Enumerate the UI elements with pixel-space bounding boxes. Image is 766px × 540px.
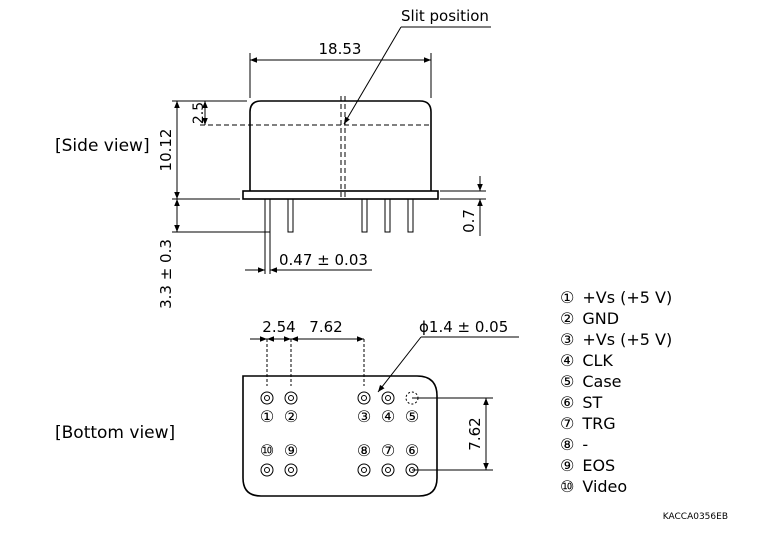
legend-num: ⑥ — [560, 393, 574, 412]
legend-num: ② — [560, 309, 574, 328]
pin-pad — [405, 463, 419, 477]
pin-pad — [284, 463, 298, 477]
legend-item: ② GND — [560, 309, 619, 328]
pin-pad-inner — [264, 395, 270, 401]
pin-pad — [357, 391, 371, 405]
legend-num: ⑦ — [560, 414, 574, 433]
pin-number-7: ⑦ — [381, 441, 395, 460]
pin-pad-inner — [361, 395, 367, 401]
pin-pad-inner — [288, 467, 294, 473]
pin-pad-case — [405, 391, 419, 405]
legend-item: ① +Vs (+5 V) — [560, 288, 672, 307]
legend-num: ① — [560, 288, 574, 307]
legend-num: ③ — [560, 330, 574, 349]
pin-number-9: ⑨ — [284, 441, 298, 460]
bottom-view: [Bottom view] 2.54 7.62 ϕ1.4 ± 0.05 7.62 — [55, 318, 519, 497]
pin-pad-inner — [361, 467, 367, 473]
row-spacing-value: 7.62 — [466, 417, 484, 450]
side-pins — [264, 198, 414, 233]
legend-item: ③ +Vs (+5 V) — [560, 330, 672, 349]
legend-text: CLK — [582, 351, 613, 370]
phi-value: ϕ1.4 ± 0.05 — [419, 318, 508, 336]
flange-value: 0.7 — [460, 209, 478, 233]
pin-number-5: ⑤ — [405, 407, 419, 426]
pin-lead — [361, 198, 368, 233]
pin-row-top — [260, 391, 419, 405]
legend-num: ⑤ — [560, 372, 574, 391]
lead-length-value: 3.3 ± 0.3 — [157, 239, 175, 309]
legend-item: ⑦ TRG — [560, 414, 616, 433]
slit-leader — [343, 26, 402, 125]
bottom-view-label: [Bottom view] — [55, 423, 175, 443]
legend-item: ⑧- — [560, 435, 588, 454]
pin-pad-inner — [385, 395, 391, 401]
pin-pad — [260, 463, 274, 477]
width-value: 18.53 — [319, 40, 362, 58]
pitch-b-value: 7.62 — [309, 318, 342, 336]
pin-pad-inner — [264, 467, 270, 473]
pin-pad-inner — [288, 395, 294, 401]
pin-pad — [260, 391, 274, 405]
phi-leader — [377, 336, 422, 393]
pin-lead — [407, 198, 414, 233]
pin-pad-inner — [409, 467, 415, 473]
slit-offset-value: 2.5 — [191, 102, 207, 124]
legend-item: ⑨ EOS — [560, 456, 615, 475]
pin-lead — [264, 198, 271, 233]
package-flange — [242, 190, 439, 200]
legend-text: +Vs (+5 V) — [582, 330, 672, 349]
side-view: [Side view] Slit position 18.53 10.12 — [55, 7, 491, 309]
pin-dia-value: 0.47 ± 0.03 — [279, 251, 368, 269]
pin-pad — [381, 463, 395, 477]
legend-text: GND — [582, 309, 619, 328]
side-view-label: [Side view] — [55, 136, 150, 156]
pin-number-1: ① — [260, 407, 274, 426]
pin-lead — [287, 198, 294, 233]
pin-pad — [357, 463, 371, 477]
pin-numbers-top: ① ② ③ ④ ⑤ — [260, 407, 419, 426]
pin-number-8: ⑧ — [357, 441, 371, 460]
legend-text: EOS — [582, 456, 615, 475]
legend-text: ST — [582, 393, 602, 412]
pin-numbers-bottom: ⑩ ⑨ ⑧ ⑦ ⑥ — [260, 441, 419, 460]
pin-pad-inner — [385, 467, 391, 473]
drawing-code: KACCA0356EB — [663, 512, 728, 522]
pitch-a-value: 2.54 — [262, 318, 295, 336]
pin-pad — [381, 391, 395, 405]
legend-text: - — [582, 435, 588, 454]
pin-number-2: ② — [284, 407, 298, 426]
legend-item: ⑩ Video — [560, 477, 627, 496]
pin-pad — [284, 391, 298, 405]
legend-num: ⑨ — [560, 456, 574, 475]
legend-item: ⑥ ST — [560, 393, 603, 412]
legend-item: ⑤ Case — [560, 372, 622, 391]
pin-lead — [384, 198, 391, 233]
legend-num: ⑧ — [560, 435, 574, 454]
pin-number-4: ④ — [381, 407, 395, 426]
legend-text: Video — [582, 477, 627, 496]
legend-text: TRG — [581, 414, 615, 433]
slit-position-label: Slit position — [401, 7, 489, 25]
pin-number-3: ③ — [357, 407, 371, 426]
pin-row-bottom — [260, 463, 419, 477]
pin-number-6: ⑥ — [405, 441, 419, 460]
package-outline-bottom — [242, 375, 438, 497]
legend-text: Case — [582, 372, 621, 391]
pin-number-10: ⑩ — [260, 441, 274, 460]
legend-num: ④ — [560, 351, 574, 370]
legend-num: ⑩ — [560, 477, 574, 496]
legend-item: ④ CLK — [560, 351, 613, 370]
height-value: 10.12 — [157, 129, 175, 172]
legend-text: +Vs (+5 V) — [582, 288, 672, 307]
